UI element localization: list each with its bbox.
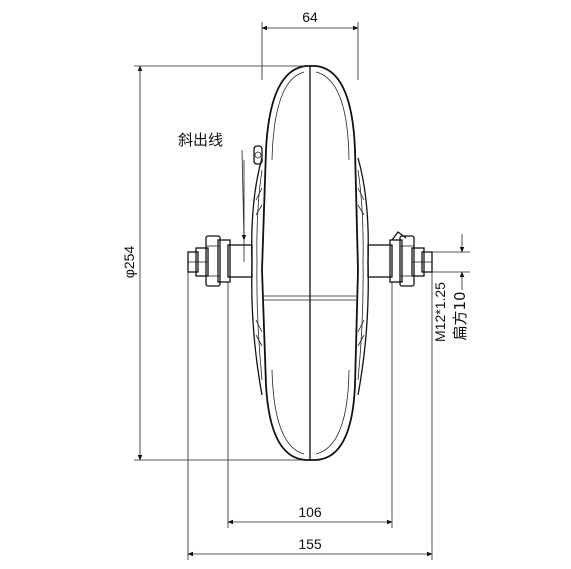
- dimension-diameter: φ254: [121, 65, 306, 461]
- right-axle: [367, 231, 433, 287]
- hub-right-side: [357, 157, 369, 396]
- left-axle: [187, 235, 253, 287]
- inner-width-label: 106: [298, 504, 322, 520]
- dimension-inner-width: 106: [227, 282, 393, 528]
- overall-width-label: 155: [298, 536, 322, 552]
- thread-spec-label: M12*1.25: [432, 282, 448, 342]
- dimension-overall-width: 155: [187, 272, 433, 560]
- dimension-tire-width: 64: [261, 9, 359, 80]
- wheel-tire: [261, 65, 359, 461]
- diameter-label: φ254: [121, 246, 137, 279]
- flat-spec-label: 扁方10: [451, 291, 469, 340]
- tire-width-label: 64: [302, 9, 318, 25]
- hub-left-side: [243, 145, 263, 396]
- dimension-axle-thread: M12*1.25 扁方10: [424, 234, 470, 342]
- cable-exit-annotation: 斜出线: [178, 131, 247, 241]
- cable-exit-label: 斜出线: [178, 131, 223, 149]
